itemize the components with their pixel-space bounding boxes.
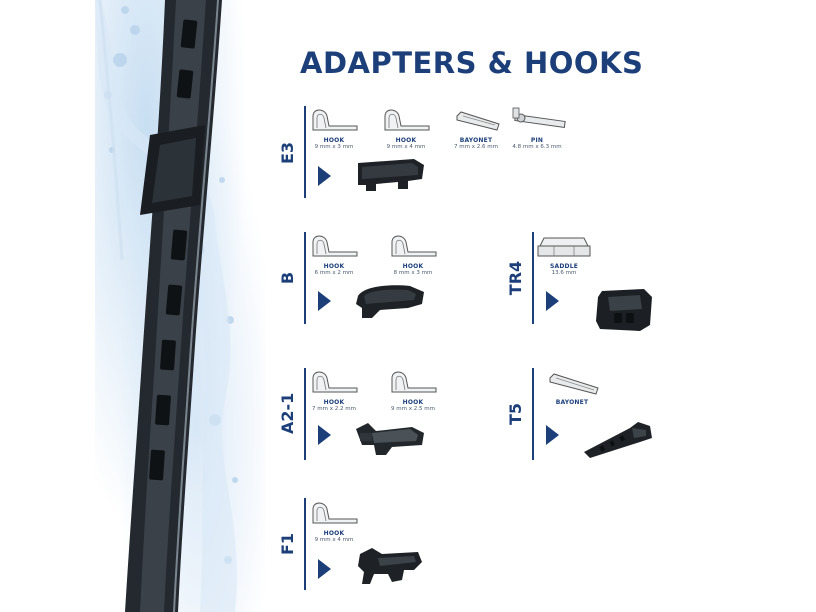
category-divider-f1 [304,498,306,590]
category-label-t5: T5 [506,402,525,426]
option-size: 8 mm x 3 mm [393,270,433,276]
option-name: HOOK [323,137,345,144]
option-e3-3: BAYONET 7 mm x 2.6 mm [440,104,512,151]
option-name: BAYONET [555,399,589,406]
arrow-marker-e3 [318,166,331,186]
option-name: HOOK [402,399,424,406]
option-size: 9 mm x 4 mm [314,537,354,543]
option-name: HOOK [323,399,345,406]
adapter-image-f1 [358,548,422,584]
hook-icon [391,235,437,257]
option-e3-1: HOOK 9 mm x 3 mm [298,104,370,151]
adapter-image-t5 [584,422,652,458]
hook-icon [312,109,358,131]
arrow-marker-f1 [318,559,331,579]
arrow-marker-a21 [318,425,331,445]
option-size: 6 mm x 2 mm [314,270,354,276]
option-name: HOOK [395,137,417,144]
option-a21-1: HOOK 7 mm x 2.2 mm [298,366,370,413]
category-label-e3: E3 [278,141,297,165]
option-b-1: HOOK 6 mm x 2 mm [298,230,370,277]
option-tr4-1: SADDLE 13.6 mm [528,230,600,277]
category-divider-e3 [304,106,306,198]
saddle-icon [537,237,591,257]
category-label-f1: F1 [278,532,297,556]
page-title: ADAPTERS & HOOKS [300,46,644,80]
option-name: HOOK [323,530,345,537]
option-name: SADDLE [549,263,579,270]
wiper-blade-image [95,0,238,612]
adapter-image-tr4 [596,289,652,331]
arrow-marker-tr4 [546,291,559,311]
hook-icon [384,109,430,131]
adapter-image-a21 [356,423,424,455]
adapter-image-b [356,285,424,318]
option-size: 9 mm x 2.5 mm [391,406,435,412]
hook-icon [312,235,358,257]
option-size: 7 mm x 2.6 mm [454,144,498,150]
option-name: BAYONET [459,137,493,144]
category-label-a21: A2-1 [278,392,297,434]
bayonet-icon [456,111,500,131]
category-divider-t5 [532,368,534,460]
hook-icon [391,371,437,393]
category-label-tr4: TR4 [506,260,525,296]
option-a21-2: HOOK 9 mm x 2.5 mm [377,366,449,413]
option-f1-1: HOOK 9 mm x 4 mm [298,497,370,544]
option-name: PIN [530,137,544,144]
option-name: HOOK [402,263,424,270]
option-size: 13.6 mm [551,270,577,276]
option-size: 9 mm x 3 mm [314,144,354,150]
option-size: 9 mm x 4 mm [386,144,426,150]
option-size: 7 mm x 2.2 mm [312,406,356,412]
pin-icon [512,107,566,129]
category-divider-tr4 [532,232,534,324]
bayonet-icon [549,373,599,395]
category-divider-b [304,232,306,324]
option-size: 4.8 mm x 6.3 mm [512,144,562,150]
option-e3-2: HOOK 9 mm x 4 mm [370,104,442,151]
category-divider-a21 [304,368,306,460]
option-name: HOOK [323,263,345,270]
hook-icon [312,371,358,393]
hook-icon [312,502,358,524]
option-e3-4: PIN 4.8 mm x 6.3 mm [501,104,573,151]
category-label-b: B [278,271,297,285]
arrow-marker-t5 [546,425,559,445]
option-b-2: HOOK 8 mm x 3 mm [377,230,449,277]
option-t5-1: BAYONET [536,370,608,406]
adapter-image-e3 [358,159,424,191]
arrow-marker-b [318,291,331,311]
